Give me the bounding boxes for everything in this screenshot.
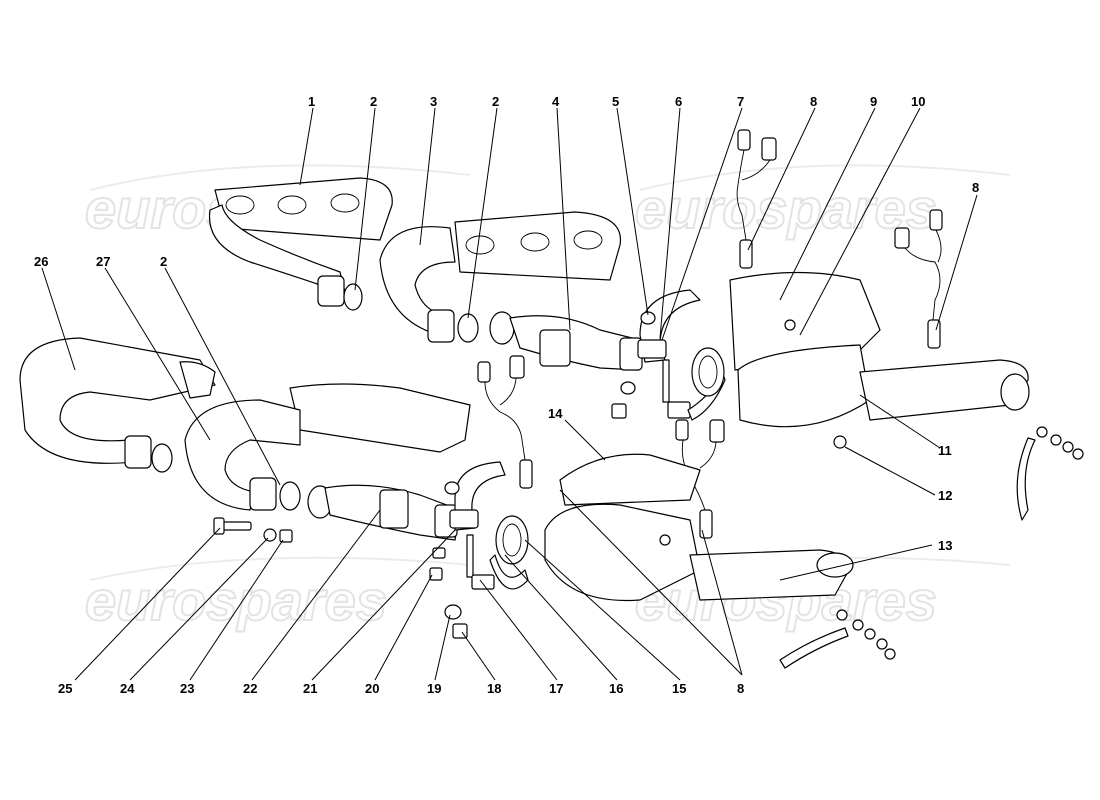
callout-15: 15 xyxy=(672,681,686,696)
watermark-top-right: eurospares xyxy=(635,177,937,240)
callout-19: 19 xyxy=(427,681,441,696)
callout-23: 23 xyxy=(180,681,194,696)
callout-2-top-b: 2 xyxy=(492,94,499,109)
callout-13: 13 xyxy=(938,538,952,553)
callout-4: 4 xyxy=(552,94,560,109)
callout-21: 21 xyxy=(303,681,317,696)
catalytic-converter-upper xyxy=(729,271,1030,449)
leader-lines xyxy=(41,107,978,681)
ground-strap-lower xyxy=(779,609,896,669)
callout-25: 25 xyxy=(58,681,72,696)
callout-3: 3 xyxy=(430,94,437,109)
callout-10: 10 xyxy=(911,94,925,109)
callout-7: 7 xyxy=(737,94,744,109)
catalytic-converter-lower xyxy=(544,453,854,602)
callout-2-top-a: 2 xyxy=(370,94,377,109)
callout-18: 18 xyxy=(487,681,501,696)
stud-bolt-lower xyxy=(466,534,495,590)
watermark-bottom-left: eurospares xyxy=(85,569,387,632)
callout-14: 14 xyxy=(548,406,563,421)
callout-20: 20 xyxy=(365,681,379,696)
ground-strap-upper xyxy=(1016,426,1084,521)
callout-12: 12 xyxy=(938,488,952,503)
callout-2-left: 2 xyxy=(160,254,167,269)
clamp-lower xyxy=(429,461,506,581)
oxygen-sensor-center xyxy=(477,355,533,489)
callout-17: 17 xyxy=(549,681,563,696)
callout-8-bottom: 8 xyxy=(737,681,744,696)
callout-26: 26 xyxy=(34,254,48,269)
callout-6: 6 xyxy=(675,94,682,109)
oxygen-sensor-lower xyxy=(675,419,725,539)
flange-gasket-upper xyxy=(691,347,725,397)
flange-gasket-lower xyxy=(489,515,529,590)
callout-9: 9 xyxy=(870,94,877,109)
bolt-assembly-left xyxy=(213,517,293,543)
callout-labels: 1 2 3 2 4 5 6 7 8 9 10 8 26 27 2 14 11 1… xyxy=(34,94,979,696)
exhaust-pipe-lower xyxy=(307,484,461,541)
callout-27: 27 xyxy=(96,254,110,269)
callout-11: 11 xyxy=(938,443,952,458)
callout-16: 16 xyxy=(609,681,623,696)
callout-22: 22 xyxy=(243,681,257,696)
exhaust-pipe-left-large xyxy=(19,337,216,473)
exhaust-manifold-lower-left xyxy=(184,383,471,511)
exhaust-manifold-upper-left xyxy=(208,177,393,311)
callout-8-top: 8 xyxy=(810,94,817,109)
watermark-group: eurospares eurospares eurospares eurospa… xyxy=(84,164,1011,633)
nut-lower xyxy=(444,604,468,639)
callout-24: 24 xyxy=(120,681,135,696)
exhaust-manifold-upper-center xyxy=(379,211,622,345)
callout-1: 1 xyxy=(308,94,315,109)
callout-5: 5 xyxy=(612,94,619,109)
callout-8-right: 8 xyxy=(972,180,979,195)
exhaust-pipe-upper xyxy=(509,315,643,371)
